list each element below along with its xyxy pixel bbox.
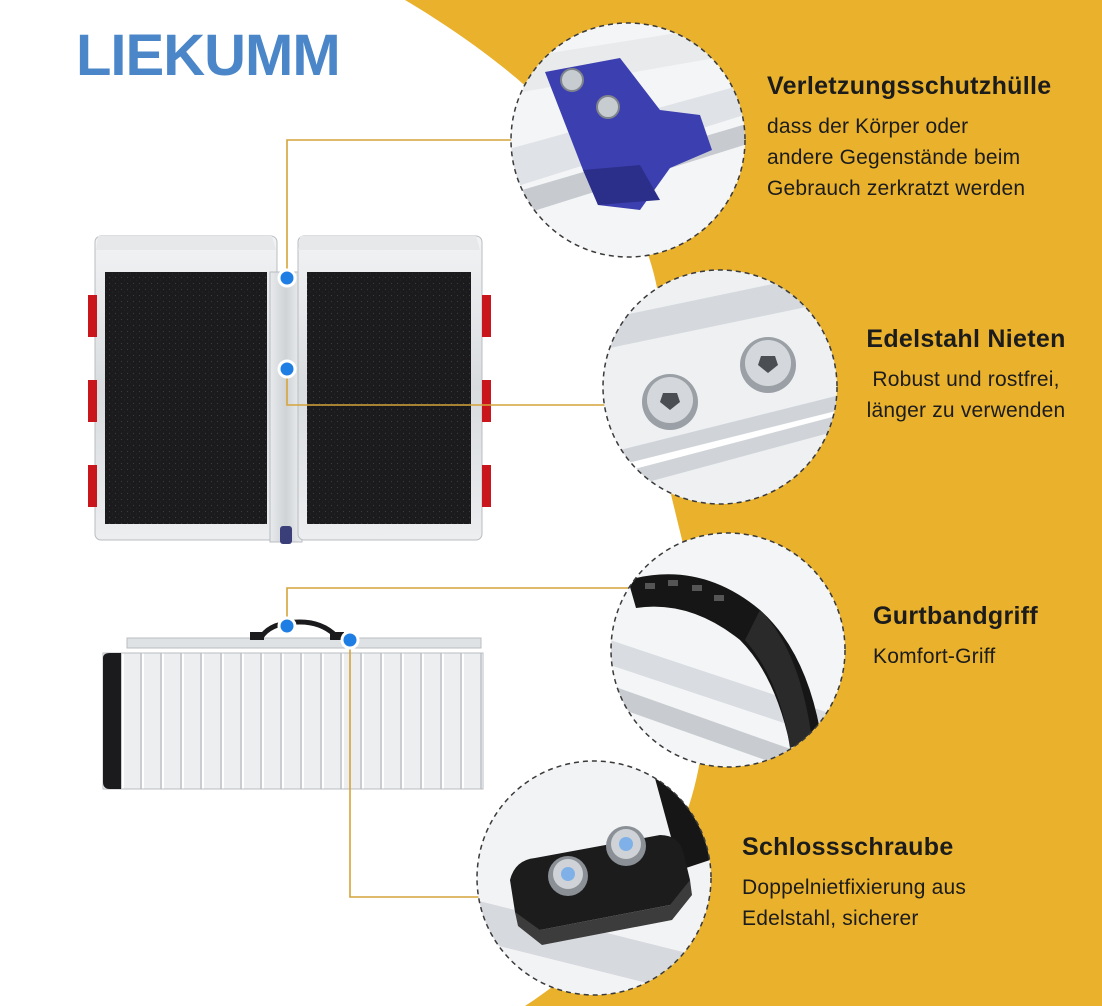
feature-protective-cap: Verletzungsschutzhülle dass der Körper o… [767, 72, 1051, 204]
carry-strap [259, 619, 338, 638]
feature-rivets: Edelstahl Nieten Robust und rostfrei, lä… [846, 325, 1086, 426]
feature-description: dass der Körper oder andere Gegenstände … [767, 115, 1026, 200]
blue-protective-cap-detail [510, 22, 746, 258]
feature-description: Doppelnietfixierung aus Edelstahl, siche… [742, 876, 967, 930]
feature-title: Verletzungsschutzhülle [767, 72, 1052, 100]
strap-handle-detail [610, 532, 846, 768]
feature-description: Robust und rostfrei, länger zu verwenden [866, 368, 1066, 422]
marker-rivets [277, 359, 297, 379]
marker-lock-screw [340, 630, 360, 650]
yellow-background-band [405, 0, 1102, 1006]
feature-strap-handle: Gurtbandgriff Komfort-Griff [873, 602, 1038, 672]
ramp-right-panel [297, 235, 491, 541]
feature-description: Komfort-Griff [873, 645, 996, 668]
brand-logo: LIEKUMM [76, 23, 341, 88]
marker-protective-cap [277, 268, 297, 288]
marker-strap-handle [277, 616, 297, 636]
feature-lock-screw: Schlossschraube Doppelnietfixierung aus … [742, 833, 966, 934]
lock-screw-detail [476, 760, 712, 996]
ramp-left-panel [88, 235, 278, 541]
stainless-rivets-detail [602, 269, 838, 505]
feature-title: Gurtbandgriff [873, 602, 1038, 630]
feature-title: Schlossschraube [742, 833, 954, 861]
feature-title: Edelstahl Nieten [866, 325, 1066, 353]
